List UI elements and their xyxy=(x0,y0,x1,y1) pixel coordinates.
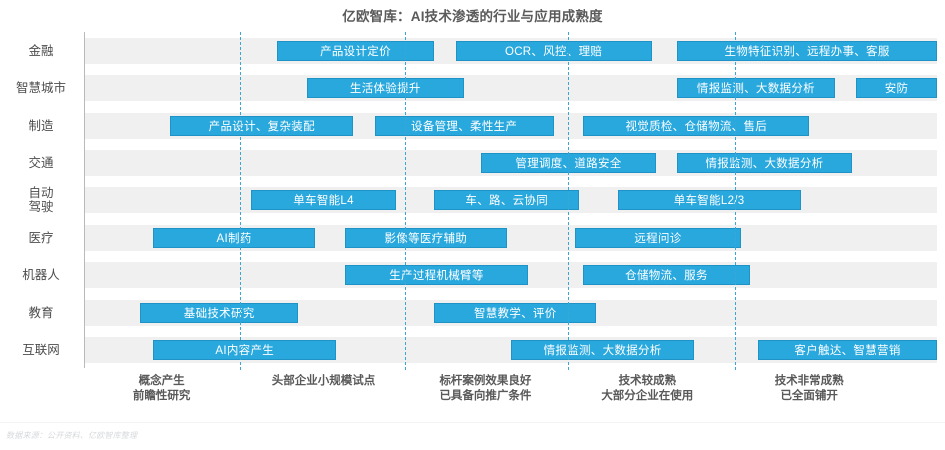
stage-divider-3 xyxy=(568,32,570,370)
maturity-bar[interactable]: 视觉质检、仓储物流、售后 xyxy=(583,115,810,136)
stage-label-2: 头部企业小规模试点 xyxy=(271,375,376,387)
maturity-bar[interactable]: 安防 xyxy=(856,78,937,99)
maturity-bar[interactable]: 车、路、云协同 xyxy=(434,190,580,211)
maturity-bar[interactable]: 单车智能L4 xyxy=(251,190,396,211)
maturity-bar[interactable]: 客户触达、智慧营销 xyxy=(758,339,937,360)
maturity-bar[interactable]: 单车智能L2/3 xyxy=(617,190,801,211)
maturity-bar[interactable]: 仓储物流、服务 xyxy=(583,265,750,286)
maturity-bar[interactable]: AI制药 xyxy=(153,227,316,248)
stage-label-1: 概念产生前瞻性研究 xyxy=(132,375,191,402)
y-axis-label-金融: 金融 xyxy=(28,43,54,58)
y-axis-label-医疗: 医疗 xyxy=(28,230,54,245)
maturity-bar[interactable]: 智慧教学、评价 xyxy=(434,302,597,323)
maturity-bar[interactable]: 生物特征识别、远程办事、客服 xyxy=(677,40,937,61)
maturity-bar[interactable]: 基础技术研究 xyxy=(140,302,298,323)
chart-title: 亿欧智库：AI技术渗透的行业与应用成熟度 xyxy=(342,9,603,24)
y-axis-label-教育: 教育 xyxy=(28,305,54,320)
stage-divider-2 xyxy=(405,32,407,370)
stage-label-3: 标杆案例效果良好已具备向推广条件 xyxy=(439,375,532,402)
stage-divider-4 xyxy=(735,32,737,370)
maturity-bar[interactable]: 生产过程机械臂等 xyxy=(344,265,529,286)
maturity-bar[interactable]: 产品设计、复杂装配 xyxy=(170,115,354,136)
maturity-bar[interactable]: 远程问诊 xyxy=(574,227,742,248)
maturity-bar[interactable]: 情报监测、大数据分析 xyxy=(511,339,695,360)
y-axis-labels: 金融智慧城市制造交通自动驾驶医疗机器人教育互联网 xyxy=(0,0,80,450)
footer-divider xyxy=(0,422,945,423)
y-axis-line xyxy=(84,32,85,368)
y-axis-label-自动驾驶: 自动驾驶 xyxy=(28,186,54,215)
stage-divider-1 xyxy=(240,32,242,370)
maturity-bar[interactable]: 情报监测、大数据分析 xyxy=(677,152,852,173)
y-axis-label-制造: 制造 xyxy=(28,118,54,133)
maturity-bar[interactable]: AI内容产生 xyxy=(153,339,337,360)
stage-label-4: 技术较成熟大部分企业在使用 xyxy=(601,375,694,402)
maturity-bar[interactable]: 情报监测、大数据分析 xyxy=(677,78,835,99)
y-axis-label-互联网: 互联网 xyxy=(22,342,60,357)
maturity-bar[interactable]: 影像等医疗辅助 xyxy=(344,227,507,248)
y-axis-label-智慧城市: 智慧城市 xyxy=(15,81,66,96)
maturity-bar[interactable]: 产品设计定价 xyxy=(276,40,435,61)
source-note: 数据来源：公开资料、亿欧智库整理 xyxy=(6,431,138,440)
maturity-bar[interactable]: 设备管理、柔性生产 xyxy=(374,115,554,136)
stage-label-5: 技术非常成熟已全面铺开 xyxy=(774,375,844,402)
y-axis-label-交通: 交通 xyxy=(28,155,54,170)
y-axis-label-机器人: 机器人 xyxy=(22,268,60,283)
maturity-bar[interactable]: 生活体验提升 xyxy=(306,78,465,99)
maturity-bar[interactable]: OCR、风控、理赔 xyxy=(455,40,652,61)
